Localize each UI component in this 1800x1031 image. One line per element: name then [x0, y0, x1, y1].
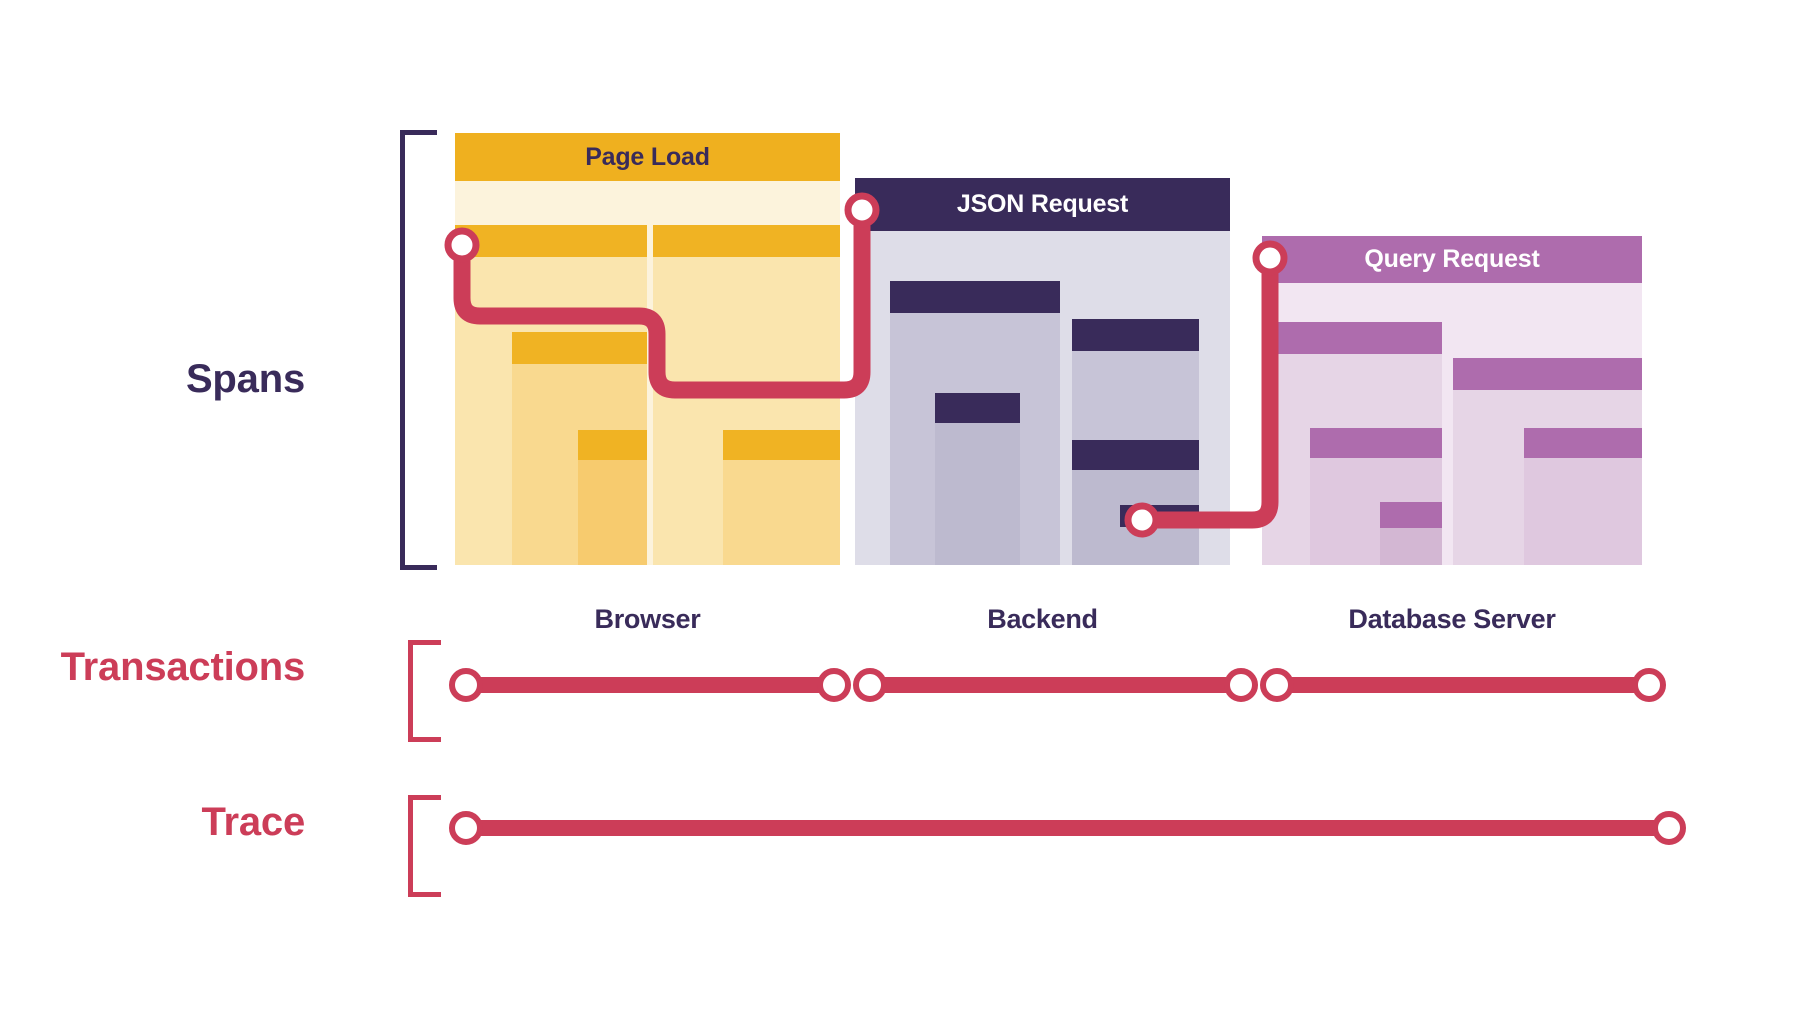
trace-dot-end[interactable]: [1652, 811, 1686, 845]
trace-row-label: Trace: [201, 800, 305, 844]
transaction-dot-backend-start[interactable]: [853, 668, 887, 702]
json-request-grandchild-3-header: [1120, 505, 1199, 527]
transactions-bracket: [408, 640, 441, 742]
json-request-child-1-header: [890, 281, 1060, 313]
json-request-root-header: JSON Request: [855, 178, 1230, 231]
transaction-dot-backend-end[interactable]: [1224, 668, 1258, 702]
query-request-grandchild-2-header: [1524, 428, 1642, 458]
transaction-dot-database-end[interactable]: [1632, 668, 1666, 702]
json-request-grandchild-2-header: [1072, 440, 1199, 470]
page-load-child-1-header: [455, 225, 647, 257]
page-load-root-header: Page Load: [455, 133, 840, 181]
transaction-dot-browser-start[interactable]: [449, 668, 483, 702]
transaction-dot-database-start[interactable]: [1260, 668, 1294, 702]
query-request-child-2-header: [1453, 358, 1642, 390]
service-caption-backend: Backend: [987, 604, 1098, 634]
trace-bar-full[interactable]: [466, 820, 1669, 836]
query-request-grandchild-3-header: [1380, 502, 1442, 528]
query-request-root-header: Query Request: [1262, 236, 1642, 283]
query-request-child-1-header: [1262, 322, 1442, 354]
transaction-dot-browser-end[interactable]: [817, 668, 851, 702]
transaction-bar-browser[interactable]: [466, 677, 834, 693]
trace-dot-start[interactable]: [449, 811, 483, 845]
spans-bracket: [400, 130, 437, 570]
service-caption-browser: Browser: [594, 604, 701, 634]
page-load-grandchild-2-header: [578, 430, 647, 460]
page-load-grandchild-2[interactable]: [578, 430, 647, 565]
json-request-grandchild-1[interactable]: [935, 393, 1020, 565]
transaction-bar-database[interactable]: [1277, 677, 1649, 693]
page-load-grandchild-3-header: [723, 430, 840, 460]
query-request-grandchild-2[interactable]: [1524, 428, 1642, 565]
spans-row-label: Spans: [185, 357, 305, 401]
page-load-grandchild-3[interactable]: [723, 430, 840, 565]
transaction-bar-backend[interactable]: [870, 677, 1241, 693]
json-request-grandchild-1-header: [935, 393, 1020, 423]
json-request-grandchild-3[interactable]: [1120, 505, 1199, 565]
query-request-grandchild-1-header: [1310, 428, 1442, 458]
service-caption-database: Database Server: [1348, 604, 1556, 634]
query-request-grandchild-3[interactable]: [1380, 502, 1442, 565]
trace-bracket: [408, 795, 441, 897]
page-load-grandchild-1-header: [512, 332, 647, 364]
page-load-child-2-header: [653, 225, 840, 257]
json-request-child-2-header: [1072, 319, 1199, 351]
transactions-row-label: Transactions: [60, 645, 306, 689]
